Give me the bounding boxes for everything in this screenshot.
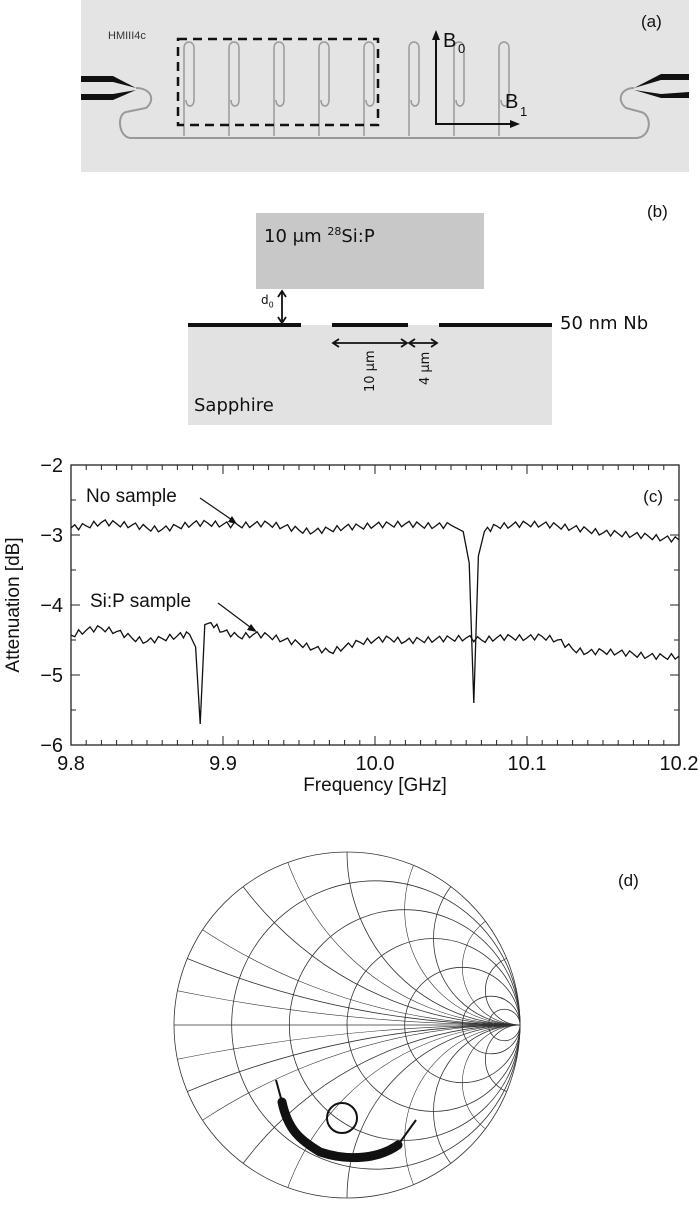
sapphire-substrate: Sapphire bbox=[188, 325, 552, 425]
smith-trace-loop bbox=[326, 1102, 358, 1134]
panel-label-d: (d) bbox=[618, 871, 639, 890]
panel-b-schematic: (b) 10 μm 28Si:P Sapphire d0 50 nm Nb 10… bbox=[0, 195, 700, 435]
chip-label: HMIII4c bbox=[108, 30, 146, 42]
y-tick-label: −3 bbox=[40, 525, 63, 547]
series-line-1 bbox=[70, 621, 680, 725]
svg-text:B: B bbox=[505, 91, 518, 113]
series-line-0 bbox=[70, 518, 680, 704]
annotation-sip-sample: Si:P sample bbox=[90, 591, 191, 612]
x-tick-label: 10.2 bbox=[660, 753, 699, 775]
x-tick-label: 9.8 bbox=[57, 753, 85, 775]
x-tick-label: 10.0 bbox=[356, 753, 395, 775]
y-axis-label: Attenuation [dB] bbox=[3, 537, 24, 672]
x-tick-label: 10.1 bbox=[508, 753, 547, 775]
panel-a-micrograph: HMIII4c B 0 B 1 (a) bbox=[81, 0, 689, 172]
sample-isotope: 28 bbox=[327, 225, 342, 238]
smith-trace bbox=[277, 1097, 403, 1163]
x-axis-label: Frequency [GHz] bbox=[303, 775, 447, 796]
panel-label-a: (a) bbox=[641, 12, 662, 31]
sample-thickness: 10 μm bbox=[264, 226, 328, 247]
schematic-lines bbox=[188, 289, 552, 348]
substrate-label: Sapphire bbox=[194, 395, 274, 416]
y-tick-label: −4 bbox=[40, 595, 63, 617]
panel-label-b: (b) bbox=[647, 202, 668, 221]
y-tick-label: −2 bbox=[40, 455, 63, 477]
dim-center-label: 10 μm bbox=[363, 350, 378, 392]
resonator-layout: B 0 B 1 bbox=[81, 30, 689, 139]
annotation-no-sample: No sample bbox=[86, 486, 177, 507]
panel-d-smith: (d) bbox=[0, 800, 700, 1206]
sample-material: Si:P bbox=[341, 226, 375, 247]
metal-label: 50 nm Nb bbox=[560, 313, 649, 334]
dim-gap-label: 4 μm bbox=[418, 351, 433, 385]
gap-label: d0 bbox=[261, 293, 274, 310]
y-tick-label: −5 bbox=[40, 665, 63, 687]
svg-text:0: 0 bbox=[458, 41, 465, 56]
svg-text:B: B bbox=[443, 30, 456, 52]
smith-chart bbox=[173, 851, 521, 1199]
svg-text:1: 1 bbox=[520, 104, 527, 119]
x-tick-label: 9.9 bbox=[209, 753, 237, 775]
panel-label-c: (c) bbox=[643, 487, 663, 506]
sample-block: 10 μm 28Si:P bbox=[256, 213, 484, 289]
y-tick-label: −6 bbox=[40, 735, 63, 757]
